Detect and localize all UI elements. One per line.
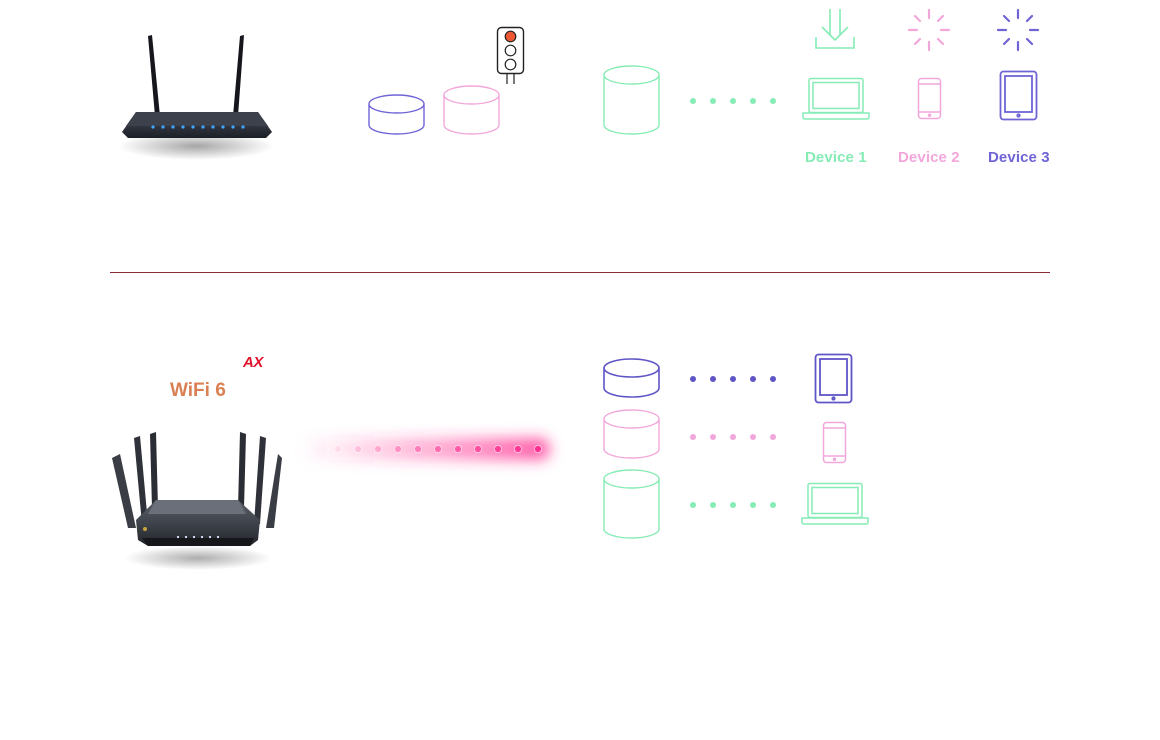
tablet-icon bbox=[814, 353, 853, 404]
beam-dot bbox=[453, 444, 463, 454]
beam-dot bbox=[413, 444, 423, 454]
beam-dot bbox=[513, 444, 523, 454]
device-3-label: Device 3 bbox=[988, 149, 1050, 166]
data-cylinder-purple bbox=[603, 358, 660, 398]
loading-spinner-icon bbox=[996, 8, 1040, 52]
laptop-icon bbox=[802, 77, 870, 120]
device-1-label: Device 1 bbox=[805, 149, 867, 166]
data-cylinder-green bbox=[603, 469, 660, 539]
data-stream-dots-purple bbox=[690, 376, 776, 382]
ax-badge: AX bbox=[243, 354, 263, 371]
beam-dot bbox=[353, 444, 363, 454]
beam-dot bbox=[333, 444, 343, 454]
data-cylinder-pink bbox=[443, 85, 500, 135]
beam-dot bbox=[473, 444, 483, 454]
data-cylinder-pink bbox=[603, 409, 660, 459]
data-stream-dots-pink bbox=[690, 434, 776, 440]
wifi6-signal-beam bbox=[300, 438, 550, 460]
smartphone-icon bbox=[917, 77, 942, 120]
device-2-label: Device 2 bbox=[898, 149, 960, 166]
section-divider bbox=[110, 272, 1050, 273]
legacy-router-image bbox=[118, 35, 274, 160]
data-cylinder-green bbox=[603, 65, 660, 135]
smartphone-icon bbox=[822, 421, 847, 464]
tablet-icon bbox=[999, 70, 1038, 121]
wifi6-label: WiFi 6 bbox=[170, 380, 226, 401]
beam-dot bbox=[373, 444, 383, 454]
wifi6-router-image bbox=[112, 432, 282, 570]
data-stream-dots-green bbox=[690, 502, 776, 508]
beam-dot bbox=[433, 444, 443, 454]
data-cylinder-purple bbox=[368, 94, 425, 135]
traffic-light-icon bbox=[496, 26, 525, 84]
beam-dot bbox=[533, 444, 543, 454]
laptop-icon bbox=[801, 482, 869, 525]
download-icon bbox=[815, 9, 855, 49]
data-stream-dots-green bbox=[690, 98, 776, 104]
beam-dot bbox=[493, 444, 503, 454]
beam-dot bbox=[393, 444, 403, 454]
loading-spinner-icon bbox=[907, 8, 951, 52]
